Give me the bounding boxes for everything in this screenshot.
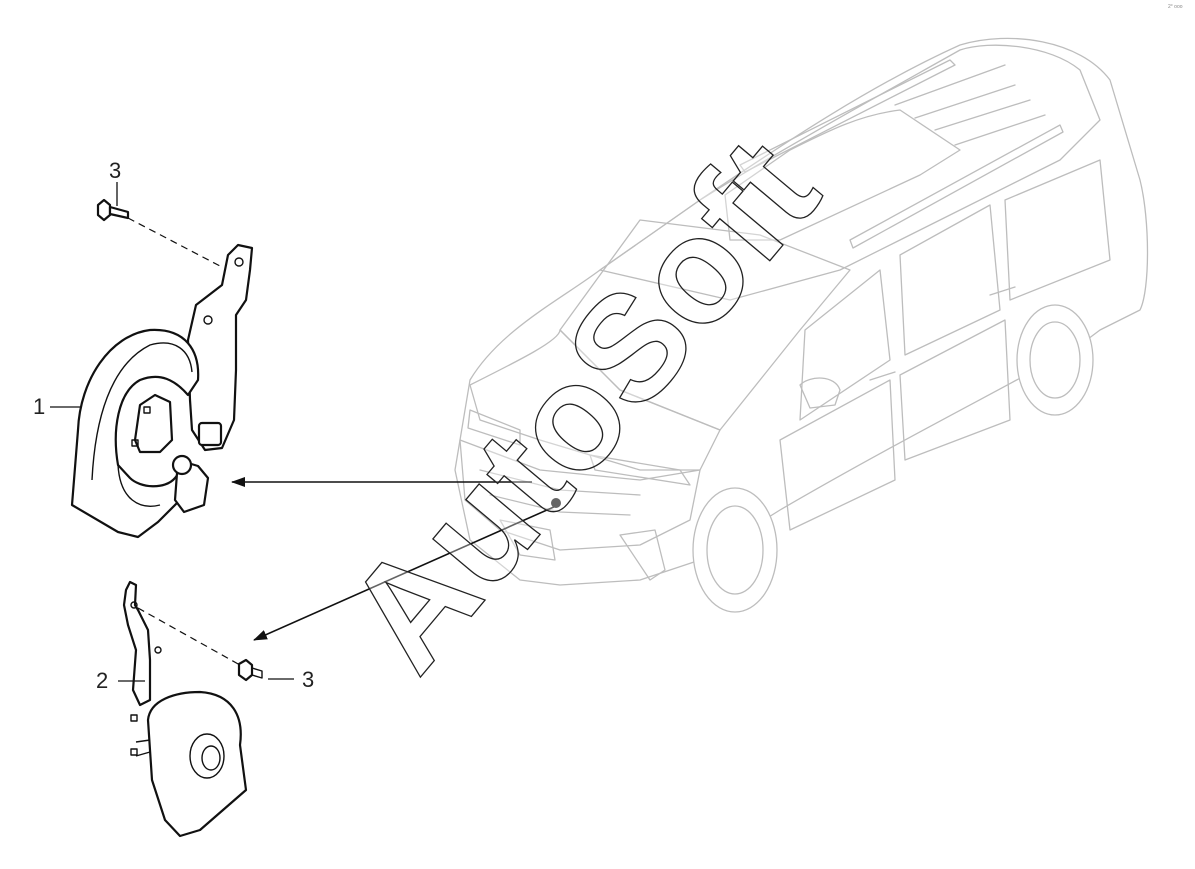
install-line-top (127, 217, 221, 267)
callout-1: 1 (33, 394, 45, 419)
location-arrow-horn-2 (253, 505, 557, 641)
callout-3-top: 3 (109, 158, 121, 183)
callout-3-bottom: 3 (302, 667, 314, 692)
vehicle-outline (454, 37, 1149, 613)
horn-mount-point (551, 498, 561, 508)
callout-2: 2 (96, 668, 108, 693)
horn-1 (70, 243, 254, 539)
corner-mark: 2° ooo (1168, 4, 1183, 10)
bolt-bottom (237, 658, 263, 682)
bolt-top (96, 198, 130, 222)
watermark: AutoSoft (314, 108, 850, 701)
install-line-bottom (137, 607, 241, 666)
horn-2 (122, 580, 248, 838)
